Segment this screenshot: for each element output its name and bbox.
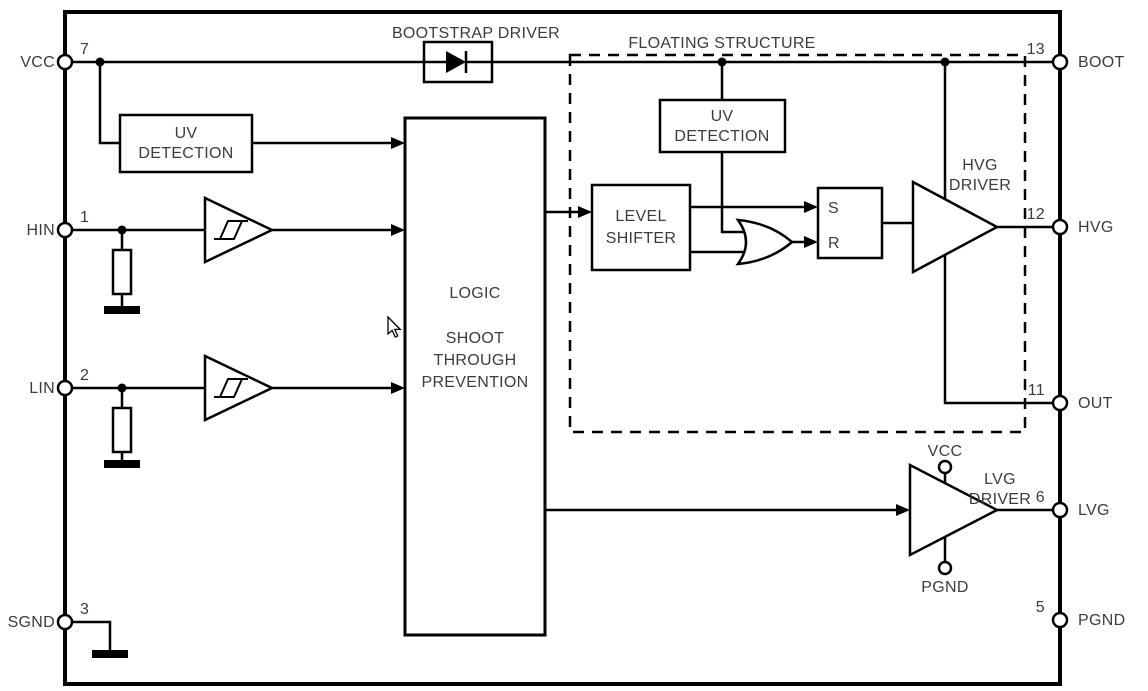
- pin-pgnd: [1051, 611, 1069, 629]
- lvg-vcc-label: VCC: [928, 443, 963, 460]
- or-gate-icon: [735, 218, 794, 266]
- pin-out: [1051, 394, 1069, 412]
- schmitt-trigger-lin-icon: [203, 354, 275, 422]
- pin-hin-label: HIN: [27, 222, 55, 239]
- bootstrap-diode-icon: [424, 51, 492, 73]
- pin-sgnd-number: 3: [80, 601, 89, 618]
- ground-symbol-lin: [104, 460, 140, 468]
- lvg-driver-label-line2: DRIVER: [969, 491, 1031, 508]
- pin-lvg: [1051, 501, 1069, 519]
- pin-hvg: [1051, 218, 1069, 236]
- hvg-driver-label-line1: HVG: [962, 157, 998, 174]
- level-shifter-label-line1: LEVEL: [615, 208, 666, 225]
- logic-subtitle-line2: THROUGH: [434, 352, 517, 369]
- uv-detection-floating-label-line1: UV: [711, 108, 734, 125]
- junction-dot: [117, 225, 127, 235]
- pin-boot-number: 13: [1027, 41, 1045, 58]
- hvg-driver-triangle: [911, 179, 1000, 275]
- logic-title: LOGIC: [449, 285, 500, 302]
- pin-hvg-label: HVG: [1078, 219, 1114, 236]
- hin-hysteresis-glyph: [214, 220, 248, 240]
- uv-detection-block: [118, 113, 254, 174]
- logic-block: [403, 116, 547, 637]
- pin-lin-label: LIN: [29, 380, 55, 397]
- vcc-terminal: [937, 459, 953, 475]
- hvg-driver-label-line2: DRIVER: [949, 177, 1011, 194]
- uv-detection-floating-label-line2: DETECTION: [674, 128, 769, 145]
- pin-out-label: OUT: [1078, 395, 1113, 412]
- resistor-lin: [111, 406, 133, 454]
- pin-boot: [1051, 53, 1069, 71]
- pin-boot-label: BOOT: [1078, 54, 1125, 71]
- pin-pgnd-label: PGND: [1078, 612, 1125, 629]
- lin-hysteresis-glyph: [214, 378, 248, 398]
- floating-structure-label: FLOATING STRUCTURE: [628, 35, 815, 52]
- logic-subtitle-line1: SHOOT: [446, 330, 504, 347]
- pin-hin: [56, 221, 74, 239]
- pin-vcc-label: VCC: [20, 54, 55, 71]
- pin-lin: [56, 379, 74, 397]
- pin-lin-number: 2: [80, 367, 89, 384]
- ground-symbol-sgnd: [92, 650, 128, 658]
- uv-detection-floating-block: [658, 98, 787, 154]
- pgnd-terminal: [937, 560, 953, 576]
- schmitt-trigger-hin-icon: [203, 196, 275, 264]
- resistor-hin: [111, 248, 133, 296]
- junction-dot: [940, 57, 950, 67]
- logic-subtitle-line3: PREVENTION: [421, 374, 528, 391]
- uv-detection-label-line1: UV: [175, 125, 198, 142]
- bootstrap-driver-label: BOOTSTRAP DRIVER: [392, 25, 560, 42]
- ground-symbol-hin: [104, 306, 140, 314]
- junction-dot: [95, 57, 105, 67]
- pin-sgnd: [56, 613, 74, 631]
- pin-out-number: 11: [1028, 382, 1045, 399]
- diode-triangle: [446, 51, 466, 73]
- sr-latch-r-label: R: [828, 235, 840, 252]
- pin-sgnd-label: SGND: [8, 614, 55, 631]
- chip-border: [63, 10, 1062, 686]
- lvg-pgnd-label: PGND: [921, 579, 968, 596]
- circuit-wires: [65, 60, 1060, 650]
- lvg-driver-label-line1: LVG: [984, 471, 1016, 488]
- sr-latch-block: [816, 186, 884, 260]
- junction-dot: [117, 383, 127, 393]
- mouse-cursor: [387, 315, 402, 338]
- pin-lvg-number: 6: [1036, 489, 1045, 506]
- pin-hvg-number: 12: [1027, 206, 1045, 223]
- pin-hin-number: 1: [80, 209, 89, 226]
- pin-lvg-label: LVG: [1078, 502, 1110, 519]
- pin-vcc: [56, 53, 74, 71]
- cursor-arrow-icon: [387, 315, 402, 338]
- uv-detection-label-line2: DETECTION: [138, 145, 233, 162]
- junction-dot: [717, 57, 727, 67]
- pin-pgnd-number: 5: [1036, 599, 1045, 616]
- pin-vcc-number: 7: [80, 41, 89, 58]
- sr-latch-s-label: S: [828, 200, 839, 217]
- level-shifter-block: [590, 183, 692, 272]
- level-shifter-label-line2: SHIFTER: [606, 230, 677, 247]
